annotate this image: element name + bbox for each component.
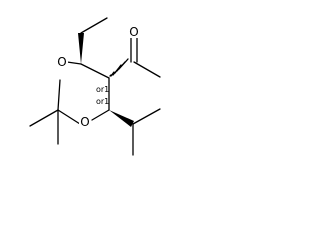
bond-o-top-c4 xyxy=(66,61,82,65)
bond-isopropyl-methyl-a xyxy=(132,108,161,125)
bond-ethyl-ch2-ch3 xyxy=(80,17,108,34)
molecule-structure: O O O or1 or1 xyxy=(29,17,161,156)
stereo-label-upper: or1 xyxy=(96,85,109,94)
bond-c6-o-bottom xyxy=(91,109,110,121)
bond-c2-o-top xyxy=(57,79,61,111)
bond-o-bottom-c2 xyxy=(57,109,81,125)
bond-carbonyl-methyl xyxy=(133,61,161,78)
wedge-c4-ethyl xyxy=(78,33,84,64)
ring-oxygen-top-bg xyxy=(56,56,68,69)
ketone-oxygen-label: O xyxy=(129,25,138,39)
ring-oxygen-bottom-label: O xyxy=(80,115,89,129)
ring-oxygen-top-label: O xyxy=(57,55,66,69)
ring-oxygen-bottom-bg xyxy=(79,116,91,129)
ketone-oxygen-bg xyxy=(128,25,140,38)
wedge-c6-isopropyl xyxy=(109,110,134,127)
hashed-wedge-c5-acetyl xyxy=(109,58,129,77)
bond-c2-methyl-a xyxy=(29,109,59,127)
bond-c4-c5 xyxy=(80,63,110,79)
stereo-label-lower: or1 xyxy=(96,97,109,106)
